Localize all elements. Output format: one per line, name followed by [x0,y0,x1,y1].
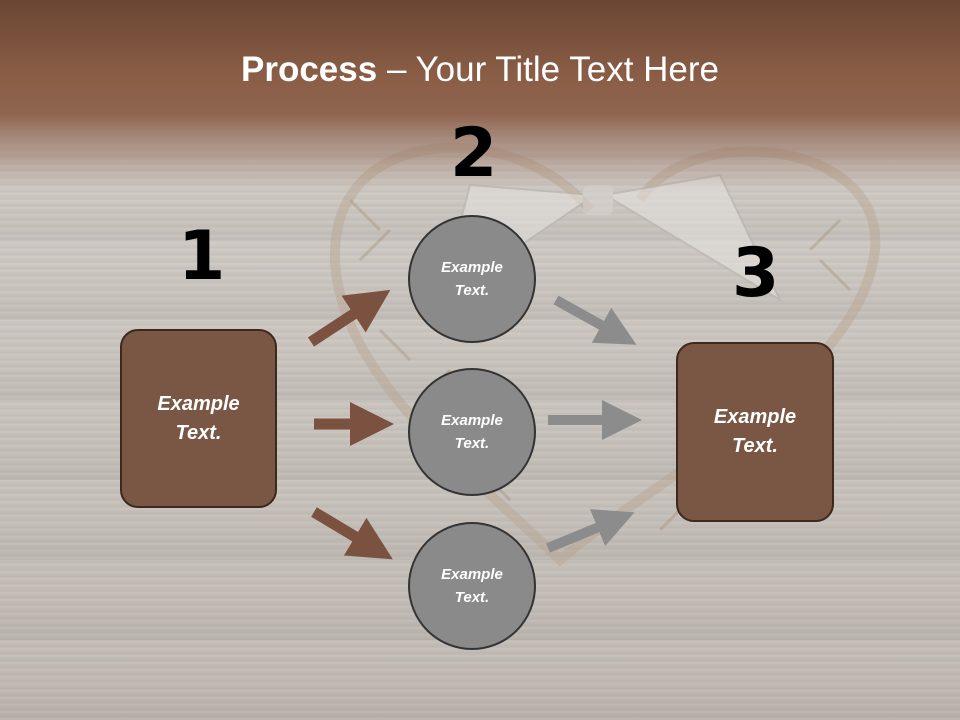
step-2-circle-middle-label: Example Text. [441,412,503,452]
arrow-bottom-to-3 [546,509,635,553]
step-2-circle-top-label: Example Text. [441,259,503,299]
step-3-label: Example Text. [713,406,797,457]
slide-title: Process – Your Title Text Here [0,50,960,90]
step-1-box: Example Text. [120,329,277,508]
step-2-circle-bottom-label: Example Text. [441,566,503,606]
step-1-number: 1 [178,217,226,296]
step-3-box: Example Text. [676,342,834,522]
arrow-top-to-3 [553,295,637,345]
step-2-circle-middle: Example Text. [408,368,536,496]
step-2-circle-bottom: Example Text. [408,522,536,650]
arrow-1-to-top [307,289,391,347]
title-bold: Process [241,50,378,89]
step-2-circle-top: Example Text. [408,215,536,343]
step-2-number: 2 [450,114,498,193]
title-rest: – Your Title Text Here [377,50,719,89]
header-band [0,0,960,190]
arrow-1-to-bottom [311,507,393,560]
step-1-label: Example Text. [157,392,240,444]
step-3-number: 3 [732,234,780,313]
